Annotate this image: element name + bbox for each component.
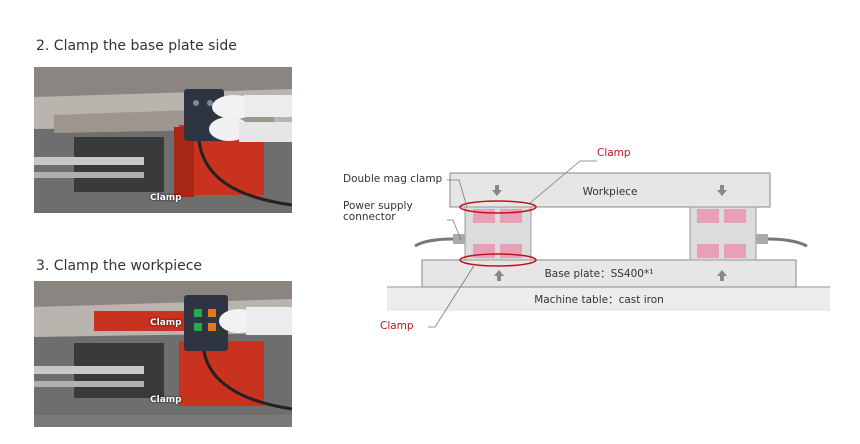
- double-mag-clamp-label: Double mag clamp: [343, 173, 443, 185]
- down-arrow-icon: [492, 185, 502, 196]
- step-2-clamp-tag: Clamp: [150, 193, 182, 203]
- down-arrow-icon: [717, 185, 727, 196]
- clamp-diagram: Machine table：cast iron Base plate：SS400…: [343, 147, 830, 332]
- power-supply-label-2: connector: [343, 211, 396, 223]
- base-plate: [421, 259, 797, 288]
- clamp-highlight-top: [459, 200, 537, 214]
- clamp-label-top: Clamp: [597, 147, 631, 159]
- up-arrow-icon: [717, 270, 727, 281]
- workpiece-label: Workpiece: [583, 186, 638, 198]
- step-3-clamp-tag-top: Clamp: [150, 318, 182, 328]
- base-plate-label: Base plate：SS400*¹: [545, 268, 654, 280]
- clamp-highlight-bottom: [459, 253, 537, 267]
- machine-table: [387, 287, 830, 311]
- up-arrow-icon: [494, 270, 504, 281]
- power-supply-label-1: Power supply: [343, 200, 413, 212]
- double-mag-clamp-left: [414, 206, 532, 261]
- double-mag-clamp-right: [689, 206, 808, 261]
- step-2-heading: 2. Clamp the base plate side: [36, 38, 237, 54]
- step-3-photo: Clamp Clamp: [34, 281, 292, 427]
- machine-table-label: Machine table：cast iron: [534, 294, 664, 306]
- step-2-photo: Clamp: [34, 67, 292, 213]
- step-3-heading: 3. Clamp the workpiece: [36, 258, 203, 274]
- clamp-label-bottom: Clamp: [380, 320, 414, 332]
- step-3-clamp-tag-bottom: Clamp: [150, 395, 182, 405]
